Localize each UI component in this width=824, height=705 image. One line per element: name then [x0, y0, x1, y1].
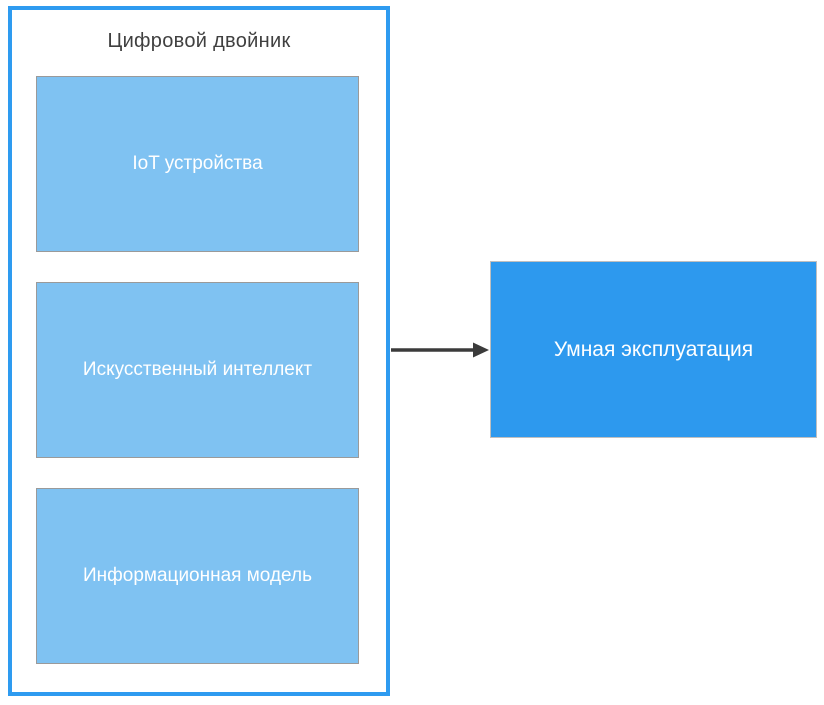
node-iot-devices: IoT устройства	[36, 76, 359, 252]
node-smart-operation: Умная эксплуатация	[490, 261, 817, 438]
node-label: Искусственный интеллект	[82, 359, 313, 381]
digital-twin-container: Цифровой двойник IoT устройства Искусств…	[8, 6, 390, 696]
node-artificial-intelligence: Искусственный интеллект	[36, 282, 359, 458]
flow-arrow-icon	[391, 342, 489, 358]
node-information-model: Информационная модель	[36, 488, 359, 664]
node-label: Информационная модель	[83, 565, 312, 587]
container-title: Цифровой двойник	[107, 30, 291, 52]
node-label: IoT устройства	[132, 153, 263, 175]
node-label: Умная эксплуатация	[553, 337, 754, 361]
